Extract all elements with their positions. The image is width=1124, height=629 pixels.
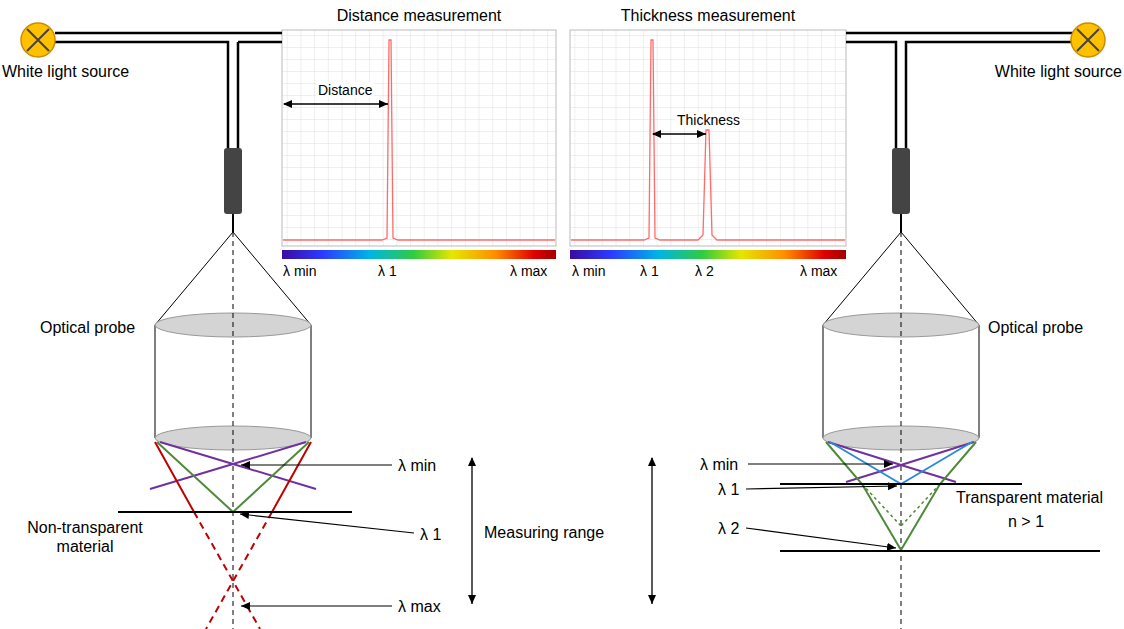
probe-label: Optical probe — [40, 318, 135, 337]
chart-title: Thickness measurement — [570, 6, 846, 25]
dimension-label: Thickness — [675, 112, 742, 128]
wavelength-callout: λ 2 — [718, 519, 739, 538]
thickness-chart-panel: Thickness measurementThickness — [570, 6, 846, 246]
material-label: Non-transparent material — [20, 518, 150, 556]
axis-label: λ 2 — [695, 263, 714, 279]
axis-label: λ min — [572, 263, 605, 279]
material-label: Transparent material — [956, 488, 1103, 507]
axis-label: λ 1 — [640, 263, 659, 279]
range-label: Measuring range — [484, 523, 604, 542]
wavelength-callout: λ 1 — [420, 525, 441, 544]
dimension-label: Distance — [316, 82, 374, 98]
wavelength-callout: λ max — [398, 597, 441, 616]
probe-label: Optical probe — [988, 318, 1083, 337]
source-label: White light source — [2, 62, 129, 81]
axis-label: λ max — [800, 263, 837, 279]
wavelength-callout: λ min — [398, 456, 436, 475]
wavelength-callout: λ min — [700, 455, 738, 474]
source-label: White light source — [995, 62, 1122, 81]
axis-label: λ 1 — [378, 263, 397, 279]
refractive-index-label: n > 1 — [1008, 512, 1044, 531]
chart-title: Distance measurement — [282, 6, 556, 25]
wavelength-callout: λ 1 — [718, 480, 739, 499]
distance-chart-panel: Distance measurementDistance — [282, 6, 556, 246]
axis-label: λ max — [510, 263, 547, 279]
axis-label: λ min — [283, 263, 316, 279]
